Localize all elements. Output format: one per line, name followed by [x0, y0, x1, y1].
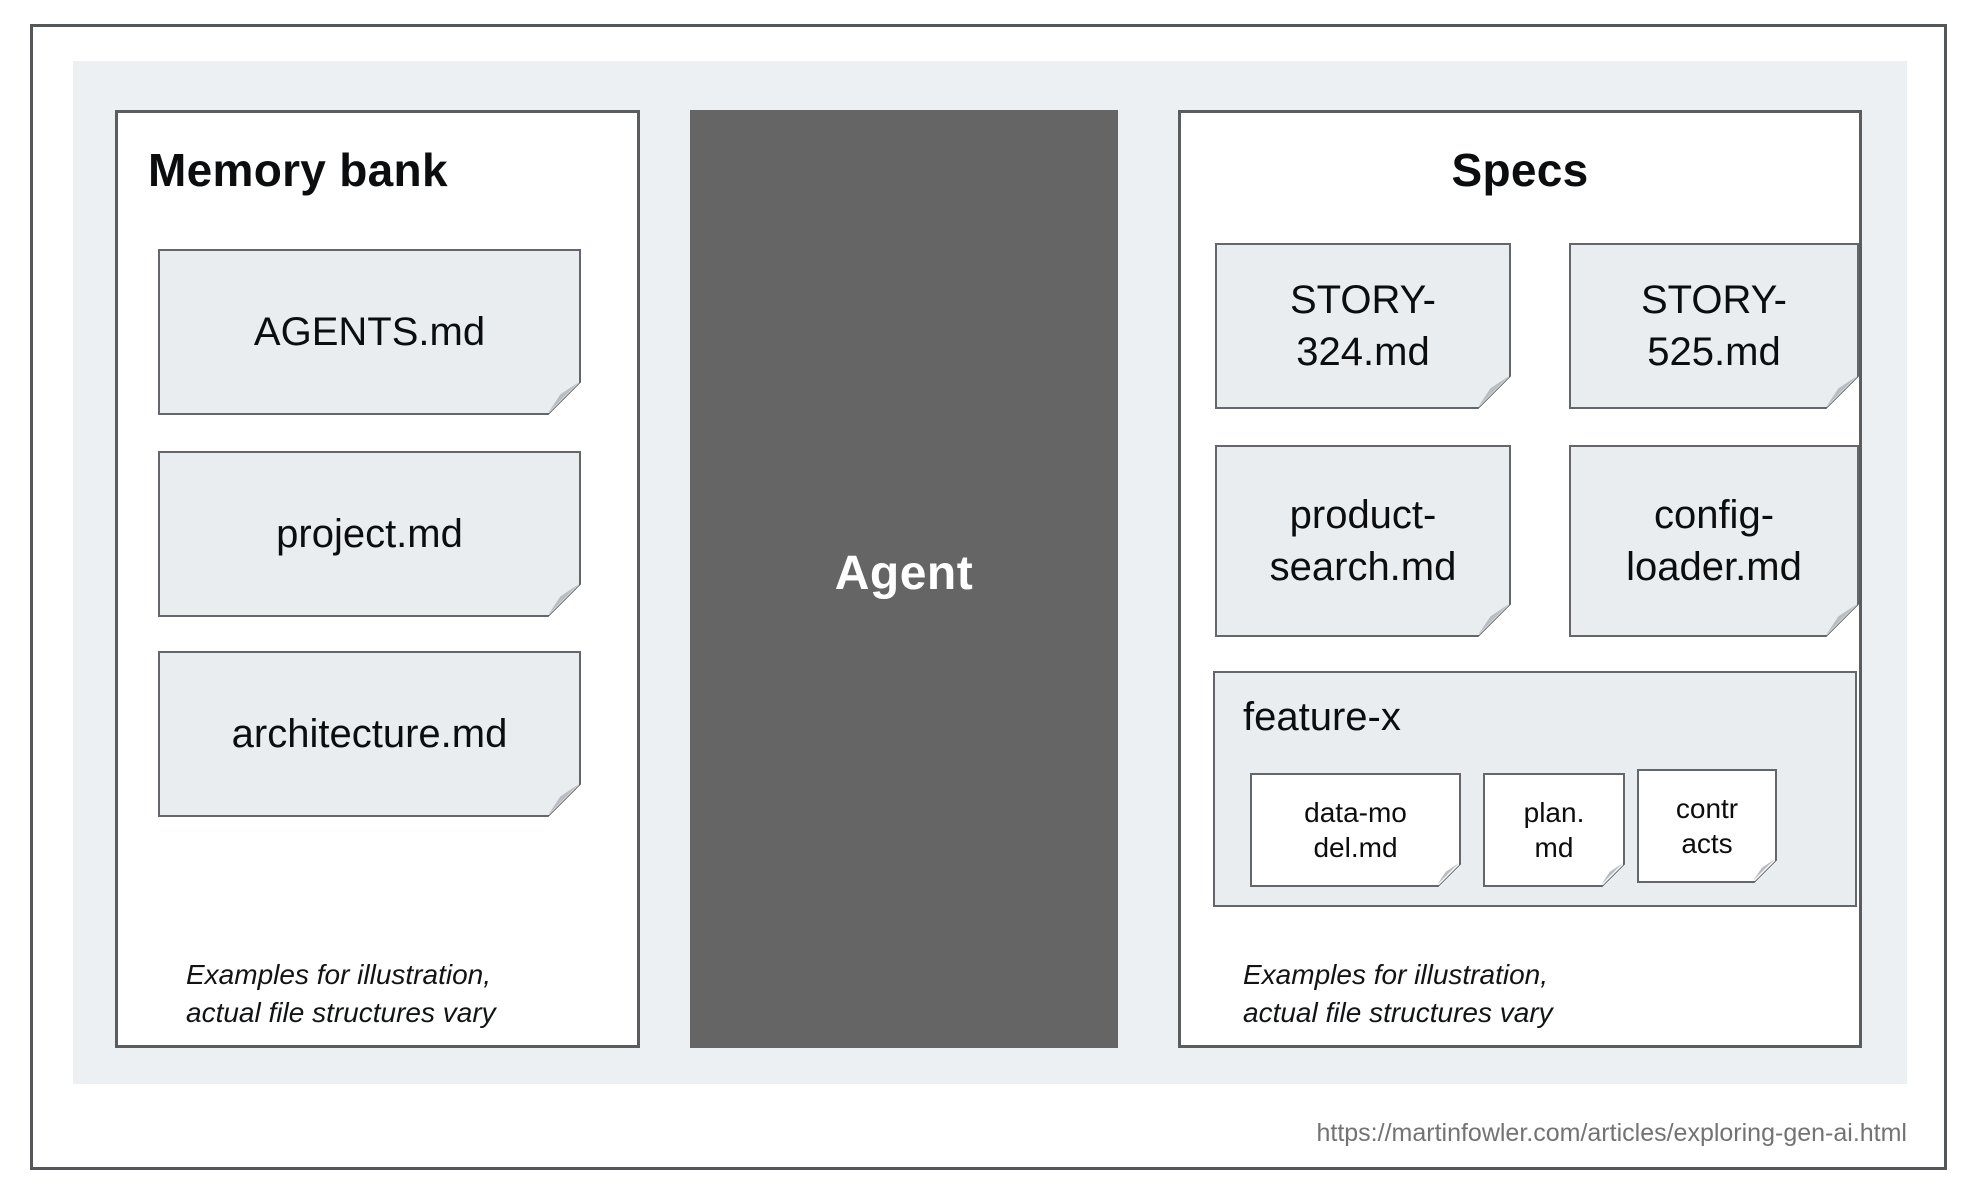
file-card-label: STORY- 525.md — [1641, 278, 1787, 374]
file-card-label: product- search.md — [1269, 493, 1457, 589]
diagram-background-panel: Memory bank AGENTS.md project.md archite… — [73, 61, 1907, 1084]
dog-ear-cut — [1825, 603, 1859, 637]
specs-box: Specs STORY- 324.md STORY- 525.md produc… — [1178, 110, 1862, 1048]
file-card-story-324-md: STORY- 324.md — [1215, 243, 1511, 409]
outer-frame: Memory bank AGENTS.md project.md archite… — [30, 24, 1947, 1170]
file-card-contracts: contr acts — [1637, 769, 1777, 883]
file-card-config-loader-md: config- loader.md — [1569, 445, 1859, 637]
memory-bank-box: Memory bank AGENTS.md project.md archite… — [115, 110, 640, 1048]
file-card-label: AGENTS.md — [253, 310, 486, 354]
feature-folder-label: feature-x — [1243, 695, 1401, 739]
memory-bank-note: Examples for illustration, actual file s… — [186, 959, 496, 1028]
dog-ear-cut — [1825, 375, 1859, 409]
agent-box: Agent — [690, 110, 1118, 1048]
file-card-label: project.md — [276, 512, 463, 556]
dog-ear-cut — [1437, 863, 1461, 887]
file-card-story-525-md: STORY- 525.md — [1569, 243, 1859, 409]
dog-ear-cut — [547, 783, 581, 817]
file-card-data-model-md: data-mo del.md — [1250, 773, 1461, 887]
dog-ear-cut — [1753, 859, 1777, 883]
dog-ear-cut — [1477, 603, 1511, 637]
specs-title: Specs — [1451, 144, 1589, 196]
file-card-plan-md: plan. md — [1483, 773, 1625, 887]
memory-bank-title: Memory bank — [148, 144, 448, 196]
file-card-label: config- loader.md — [1626, 493, 1802, 589]
file-card-agents-md: AGENTS.md — [158, 249, 581, 415]
source-url: https://martinfowler.com/articles/explor… — [1316, 1119, 1907, 1147]
file-card-label: contr acts — [1675, 793, 1739, 859]
dog-ear-cut — [1477, 375, 1511, 409]
dog-ear-cut — [547, 381, 581, 415]
agent-label: Agent — [834, 546, 974, 600]
file-card-architecture-md: architecture.md — [158, 651, 581, 817]
specs-note: Examples for illustration, actual file s… — [1243, 959, 1553, 1028]
dog-ear-cut — [547, 583, 581, 617]
file-card-product-search-md: product- search.md — [1215, 445, 1511, 637]
file-card-label: plan. md — [1523, 797, 1585, 863]
feature-folder-box: feature-x data-mo del.md plan. md contr … — [1213, 671, 1857, 907]
file-card-label: architecture.md — [231, 712, 508, 756]
file-card-label: STORY- 324.md — [1290, 278, 1436, 374]
file-card-project-md: project.md — [158, 451, 581, 617]
dog-ear-cut — [1601, 863, 1625, 887]
file-card-label: data-mo del.md — [1304, 797, 1407, 863]
